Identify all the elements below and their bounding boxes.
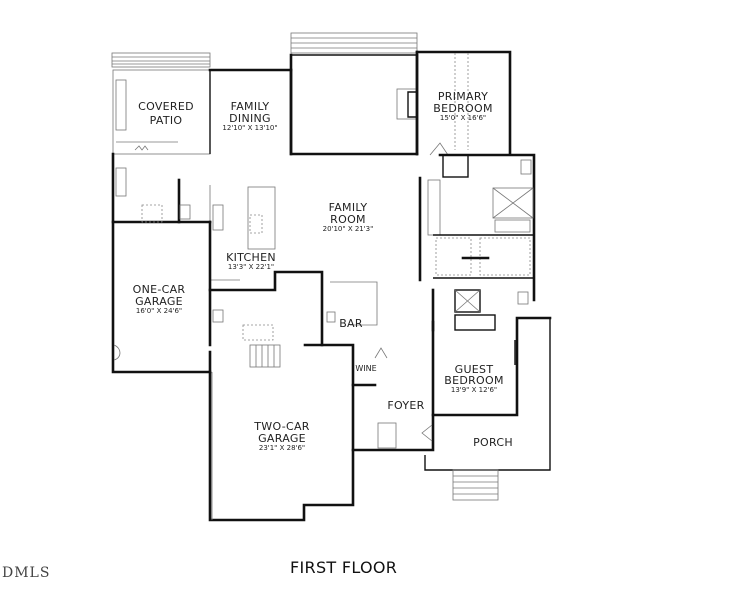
pantry-stairs xyxy=(208,270,324,368)
room-labels: COVERED PATIO FAMILY DINING 12'10" X 13'… xyxy=(133,90,513,452)
label-one-car-garage-1: ONE-CAR xyxy=(133,283,186,296)
label-kitchen: KITCHEN xyxy=(226,251,276,264)
primary-suite-bath xyxy=(418,153,536,302)
label-primary-bedroom-2: BEDROOM xyxy=(433,102,493,115)
label-bar: BAR xyxy=(339,317,363,330)
floor-title: FIRST FLOOR xyxy=(290,558,398,577)
label-wine: WINE xyxy=(355,364,376,373)
label-guest-bedroom-2: BEDROOM xyxy=(444,374,504,387)
label-guest-bedroom-1: GUEST xyxy=(455,363,494,376)
one-car-garage-walls xyxy=(111,220,212,374)
two-car-garage-walls xyxy=(208,343,355,522)
label-covered-patio-2: PATIO xyxy=(150,114,183,127)
label-two-car-garage-2: GARAGE xyxy=(258,432,306,445)
label-covered-patio-1: COVERED xyxy=(138,100,194,113)
covered-patio-roof xyxy=(111,52,211,68)
dim-one-car-garage: 16'0" X 24'6" xyxy=(136,307,182,315)
mudroom xyxy=(111,152,212,224)
foyer-walls xyxy=(351,413,435,452)
dim-family-dining: 12'10" X 13'10" xyxy=(222,124,277,132)
label-two-car-garage-1: TWO-CAR xyxy=(253,420,310,433)
label-primary-bedroom-1: PRIMARY xyxy=(438,90,488,103)
guest-bath xyxy=(431,288,529,332)
dim-guest-bedroom: 13'9" X 12'6" xyxy=(451,386,497,394)
dim-primary-bedroom: 15'0" X 16'6" xyxy=(440,114,486,122)
label-one-car-garage-2: GARAGE xyxy=(135,295,183,308)
dim-kitchen: 13'3" X 22'1" xyxy=(228,263,274,271)
label-family-room-1: FAMILY xyxy=(329,201,368,214)
primary-bedroom-walls xyxy=(415,50,512,156)
guest-bedroom-walls xyxy=(431,316,552,417)
bar-counter xyxy=(326,281,378,326)
label-porch: PORCH xyxy=(473,436,513,449)
porch-outline xyxy=(424,318,551,501)
watermark: DMLS xyxy=(2,565,51,581)
label-foyer: FOYER xyxy=(387,399,424,412)
label-family-room-2: ROOM xyxy=(330,213,366,226)
wine-room xyxy=(351,347,388,387)
rear-deck xyxy=(290,32,418,54)
label-family-dining-1: FAMILY xyxy=(231,100,270,113)
great-room-walls xyxy=(289,53,419,156)
dim-two-car-garage: 23'1" X 28'6" xyxy=(259,444,305,452)
label-family-dining-2: DINING xyxy=(229,112,271,125)
dim-family-room: 20'10" X 21'3" xyxy=(323,225,374,233)
